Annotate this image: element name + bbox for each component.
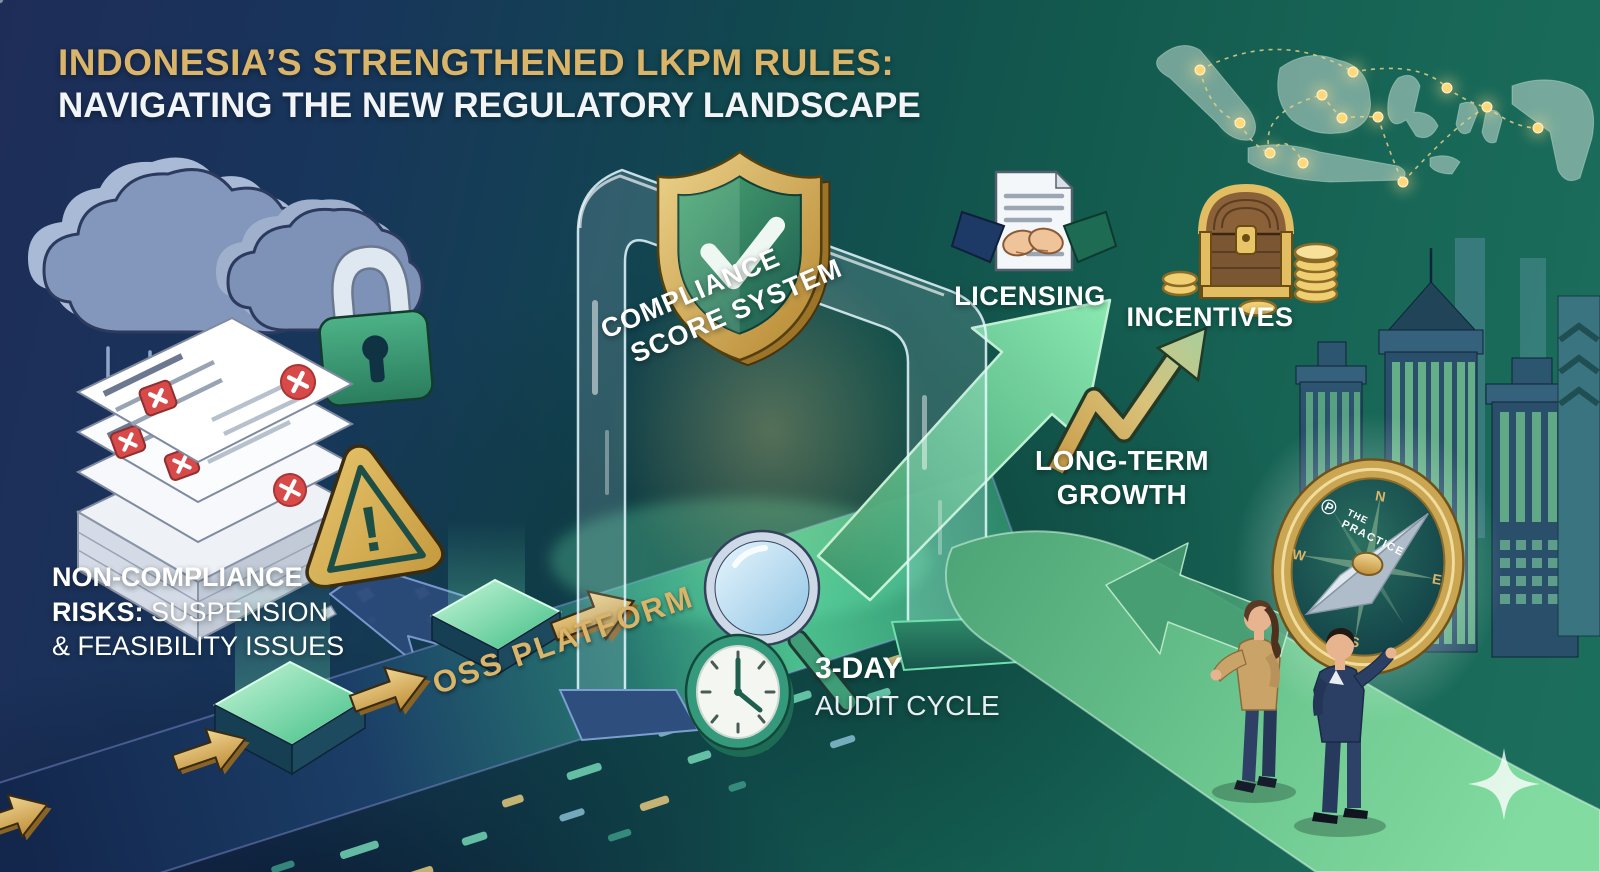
indonesia-map — [1156, 45, 1595, 192]
audit-cycle-caption: 3-DAY AUDIT CYCLE — [815, 650, 1000, 723]
risk-line2-rest: SUSPENSION — [143, 596, 329, 627]
cardinal-e: E — [1431, 570, 1443, 587]
businesswoman-figure — [1210, 600, 1296, 803]
road-arrow-icon — [348, 666, 431, 716]
warning-triangle-icon: ! — [305, 444, 445, 589]
compass-needle — [1304, 513, 1429, 616]
storm-clouds-icon — [28, 157, 424, 442]
growth-line2: GROWTH — [1056, 478, 1188, 510]
long-term-growth-label: LONG-TERM GROWTH — [1032, 444, 1212, 511]
page-subtitle: NAVIGATING THE NEW REGULATORY LANDSCAPE — [58, 86, 921, 125]
risk-line3: & FEASIBILITY ISSUES — [52, 631, 345, 662]
growth-arrow-icon — [1046, 325, 1208, 476]
shield-check-icon — [656, 150, 831, 367]
reject-cross-badge — [273, 473, 307, 507]
licensing-label: LICENSING — [954, 281, 1106, 311]
audit-line1: 3-DAY — [815, 652, 903, 685]
oss-chip-module — [429, 520, 563, 676]
businessman-figure — [1294, 628, 1397, 837]
sparkle-icon — [1468, 748, 1540, 820]
cardinal-w: W — [1291, 546, 1308, 564]
network-node-dots — [1190, 60, 1548, 192]
reject-cross-badge — [138, 379, 178, 417]
incentives-label: INCENTIVES — [1126, 302, 1294, 332]
road-arrow-icon — [0, 793, 52, 841]
oss-chip-module — [212, 565, 368, 776]
growth-line1: LONG-TERM — [1034, 445, 1210, 476]
tower-block — [1557, 295, 1600, 637]
road-arrow-icon — [549, 589, 639, 645]
compliance-gate — [558, 168, 1020, 742]
handshake-document-icon — [950, 170, 1118, 272]
page-title: INDONESIA’S STRENGTHENED LKPM RULES: — [58, 42, 895, 83]
risk-line2-bold: RISKS: — [52, 596, 144, 627]
non-compliance-caption: NON-COMPLIANCE RISKS: SUSPENSION & FEASI… — [52, 560, 344, 664]
risk-line1: NON-COMPLIANCE — [52, 562, 303, 592]
road-arrow-icon — [171, 727, 250, 775]
audit-line2: AUDIT CYCLE — [815, 689, 1000, 721]
cardinal-s: S — [1349, 633, 1361, 650]
compass-icon: N W E S ℗ THE PRACTICE — [1271, 458, 1465, 676]
reject-cross-badge — [280, 364, 316, 400]
reject-cross-badge — [109, 425, 147, 459]
treasure-chest-icon — [1161, 183, 1339, 317]
clock-icon — [684, 633, 794, 757]
cardinal-n: N — [1374, 487, 1387, 505]
